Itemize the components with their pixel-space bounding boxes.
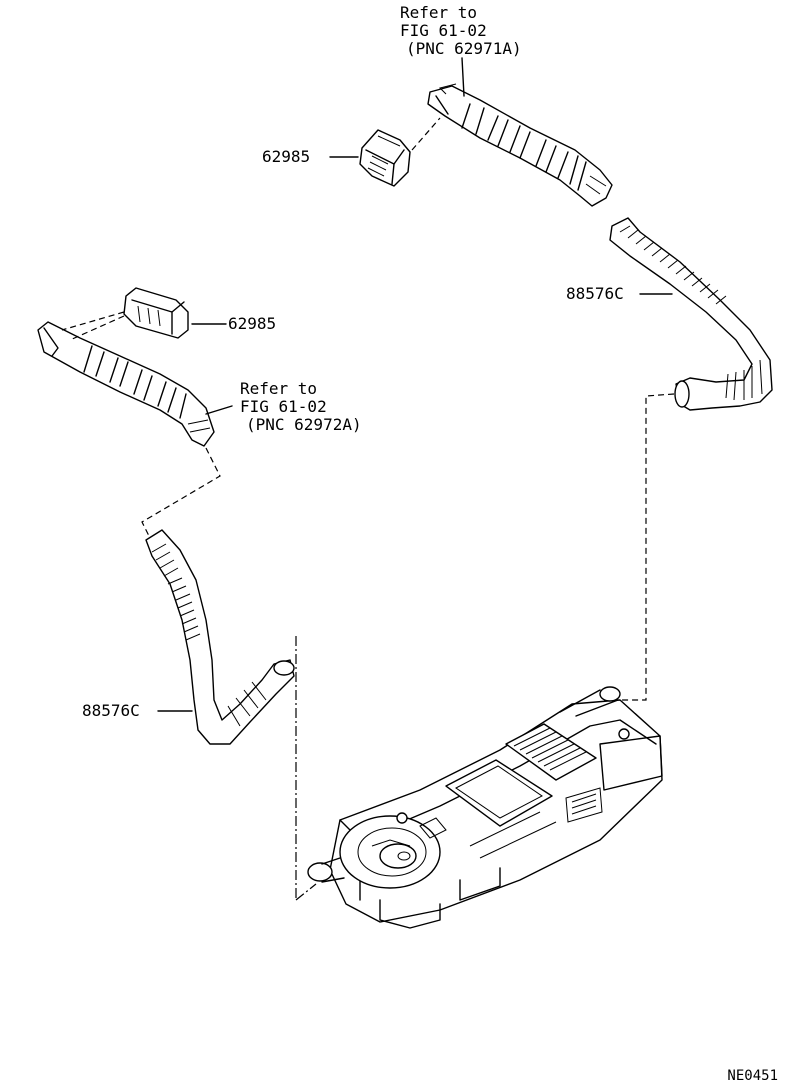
right-hose [609, 217, 773, 411]
reference-lower-line1: Refer to [240, 379, 318, 398]
upper-duct [427, 83, 613, 207]
reference-upper-line2: FIG 61-02 [400, 21, 487, 40]
reference-upper-line1: Refer to [400, 3, 478, 22]
reference-lower: Refer to FIG 61-02 (PNC 62972A) [240, 380, 362, 434]
figure-code: NE0451 [727, 1068, 778, 1084]
reference-lower-line3: (PNC 62972A) [246, 415, 362, 434]
left-connector [123, 287, 189, 339]
upper-connector [359, 129, 411, 187]
lower-duct [37, 321, 215, 447]
label-connector-upper: 62985 [262, 147, 311, 166]
reference-lower-line2: FIG 61-02 [240, 397, 327, 416]
label-connector-left: 62985 [228, 314, 277, 333]
leader-ref-upper [461, 57, 465, 97]
left-hose [145, 529, 295, 745]
label-hose-left: 88576C [82, 701, 140, 720]
leader-ref-lower [205, 405, 233, 415]
heater-unit [307, 686, 663, 929]
reference-upper: Refer to FIG 61-02 (PNC 62971A) [400, 4, 522, 58]
reference-upper-line3: (PNC 62971A) [406, 39, 522, 58]
label-hose-right: 88576C [566, 284, 624, 303]
